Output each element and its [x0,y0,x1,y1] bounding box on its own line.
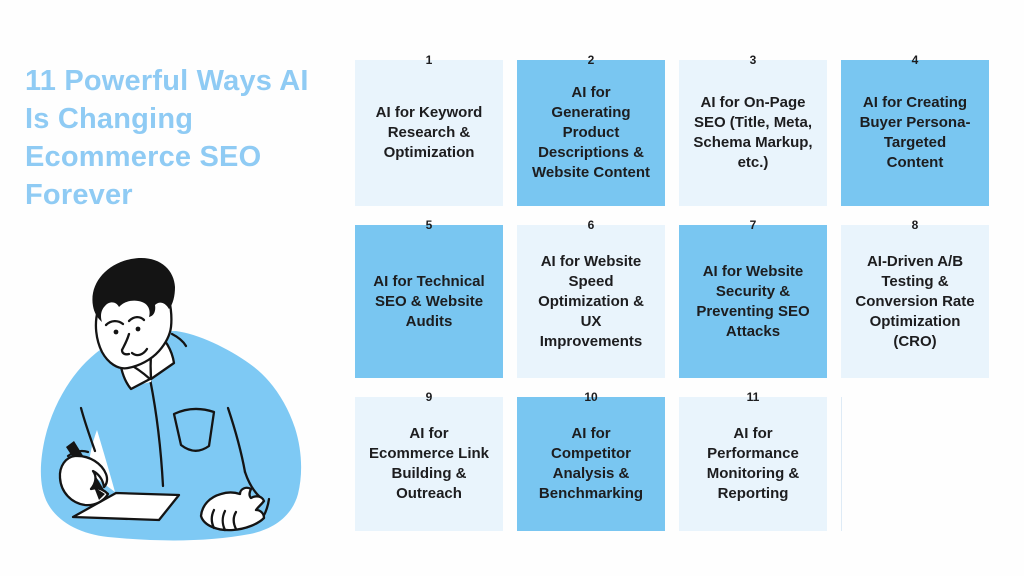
card-label: AI for Technical SEO & Website Audits [373,272,485,330]
card-number: 5 [425,218,433,232]
card-label: AI for Generating Product Descriptions &… [531,84,651,181]
card-label: AI for Website Speed Optimization & UX I… [538,252,644,350]
card-number: 1 [425,53,433,67]
card-label: AI-Driven A/B Testing & Conversion Rate … [855,252,975,350]
card-number: 8 [911,218,919,232]
card-3: 3 AI for On-Page SEO (Title, Meta, Schem… [679,48,827,206]
page-title: 11 Powerful Ways AI Is Changing Ecommerc… [25,65,309,211]
resting-hand [199,486,266,532]
card-label: AI for Performance Monitoring & Reportin… [706,425,800,502]
person-head [92,257,175,370]
card-11: 11 AI for Performance Monitoring & Repor… [679,385,827,531]
card-label: AI for Website Security & Preventing SEO… [696,262,810,340]
paper [71,491,181,522]
person-writing-illustration [40,257,302,541]
card-9: 9 AI for Ecommerce Link Building & Outre… [355,385,503,531]
card-2: 2 AI for Generating Product Descriptions… [517,48,665,206]
card-5: 5 AI for Technical SEO & Website Audits [355,213,503,378]
card-number: 2 [587,53,595,67]
card-label: AI for Competitor Analysis & Benchmarkin… [538,425,644,502]
cards-grid: 1 AI for Keyword Research & Optimization… [355,48,989,531]
card-number: 6 [587,218,595,232]
card-number: 7 [749,218,757,232]
card-6: 6 AI for Website Speed Optimization & UX… [517,213,665,378]
card-8: 8 AI-Driven A/B Testing & Conversion Rat… [841,213,989,378]
card-number: 9 [425,390,433,404]
writing-hand-and-pen [58,441,110,507]
card-number: 11 [746,390,760,404]
card-4: 4 AI for Creating Buyer Persona-Targeted… [841,48,989,206]
shirt-pocket [172,407,216,452]
card-7: 7 AI for Website Security & Preventing S… [679,213,827,378]
empty-card-edge [841,397,988,531]
card-label: AI for On-Page SEO (Title, Meta, Schema … [693,94,813,171]
card-label: AI for Creating Buyer Persona-Targeted C… [859,94,971,171]
card-10: 10 AI for Competitor Analysis & Benchmar… [517,385,665,531]
card-label: AI for Ecommerce Link Building & Outreac… [368,425,490,502]
card-number: 10 [584,390,598,404]
card-label: AI for Keyword Research & Optimization [375,104,483,161]
card-number: 3 [749,53,757,67]
card-1: 1 AI for Keyword Research & Optimization [355,48,503,206]
card-number: 4 [911,53,919,67]
